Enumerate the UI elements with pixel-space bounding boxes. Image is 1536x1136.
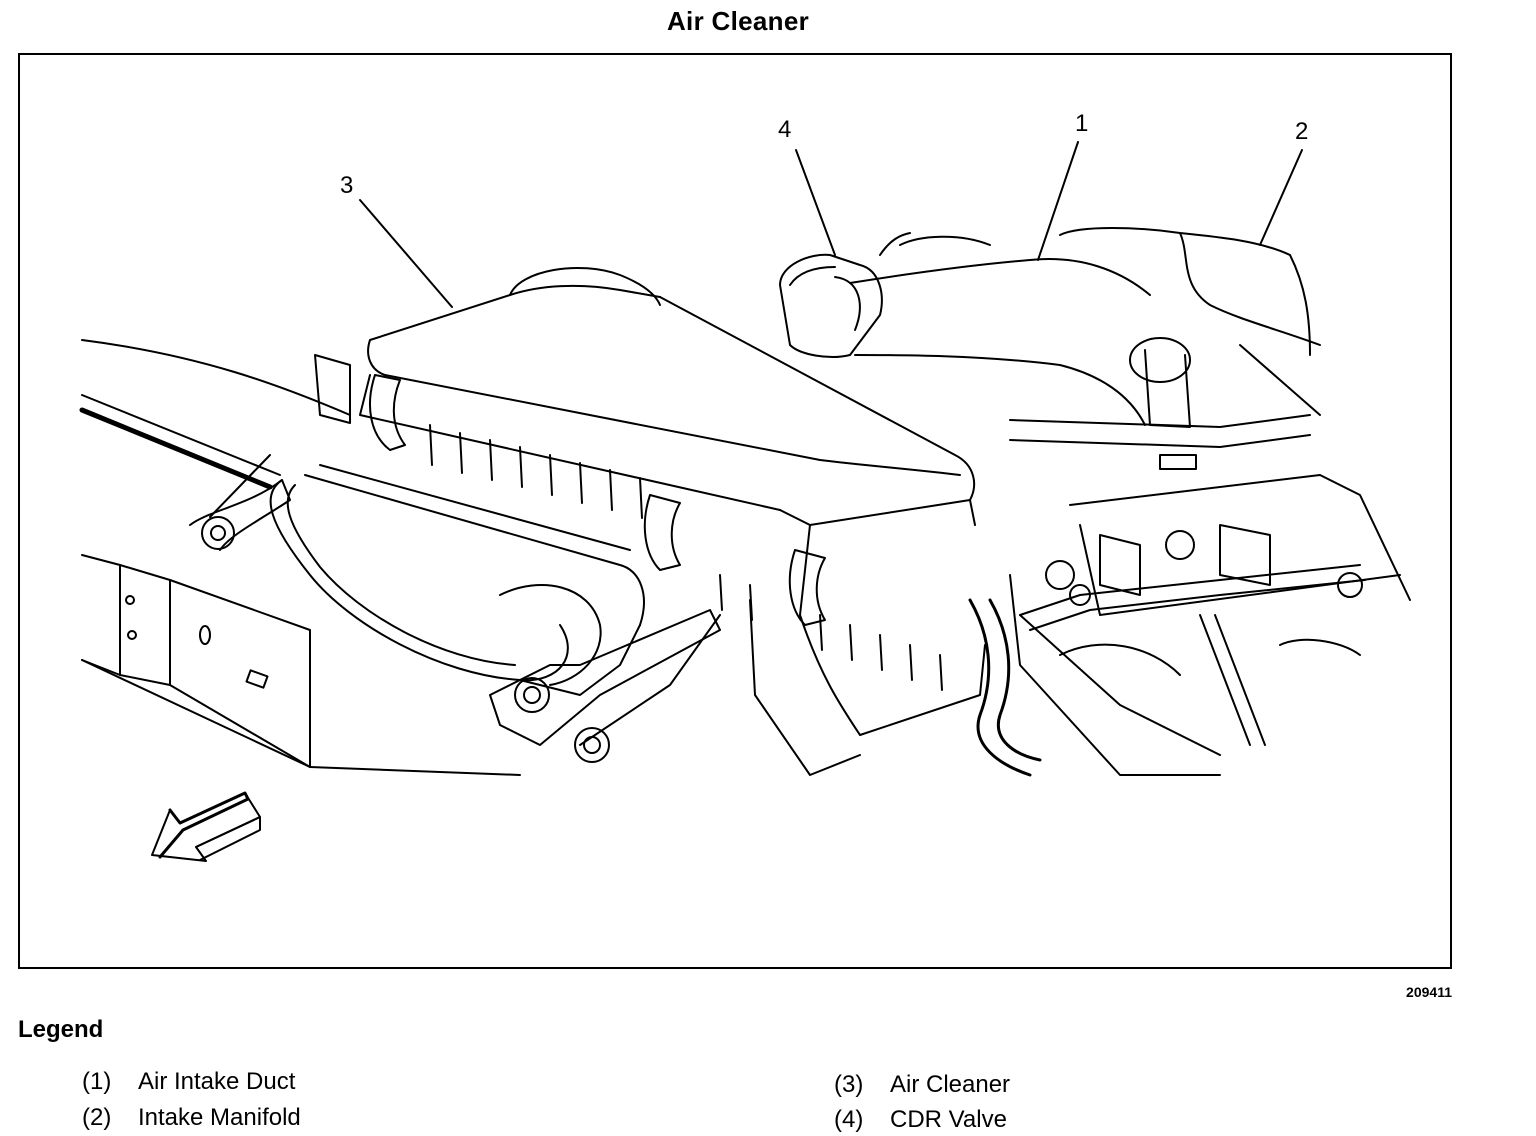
- radiator-support: [79, 339, 521, 776]
- legend-item-number: (3): [834, 1071, 864, 1098]
- legend-title: Legend: [18, 1016, 104, 1043]
- air-cleaner-illustration: 3 4 1 2: [79, 110, 1411, 862]
- vacuum-lines: [968, 564, 1366, 777]
- leader-4: [795, 149, 836, 256]
- callout-4: 4: [778, 116, 791, 143]
- intake-manifold: [1009, 227, 1411, 776]
- legend-item: (2) Intake Manifold: [82, 1104, 301, 1132]
- illustration-frame: 3 4 1 2: [18, 53, 1452, 969]
- legend-item-number: (1): [82, 1068, 112, 1095]
- legend-item-label: Air Cleaner: [890, 1071, 1011, 1098]
- cdr-valve: [779, 253, 883, 358]
- legend-item: (4) CDR Valve: [834, 1106, 1007, 1134]
- mounting-brackets: [189, 454, 721, 763]
- legend-item-label: Air Intake Duct: [138, 1068, 296, 1095]
- air-cleaner-housing: [314, 266, 986, 776]
- callout-3: 3: [340, 172, 353, 199]
- filter-inlet: [269, 464, 645, 696]
- legend-item: (3) Air Cleaner: [834, 1071, 1010, 1099]
- figure-id: 209411: [1406, 984, 1452, 1000]
- leader-3: [359, 199, 453, 308]
- callout-leaders: [359, 141, 1303, 308]
- legend-item-label: Intake Manifold: [138, 1104, 301, 1131]
- callout-1: 1: [1075, 110, 1088, 137]
- callout-2: 2: [1295, 118, 1308, 145]
- leader-2: [1259, 149, 1303, 246]
- front-arrow-icon: [151, 791, 261, 862]
- air-intake-duct: [849, 232, 1311, 470]
- diagram-title: Air Cleaner: [666, 6, 810, 36]
- legend-item: (1) Air Intake Duct: [82, 1068, 295, 1096]
- legend-item-number: (4): [834, 1106, 864, 1133]
- leader-1: [1037, 141, 1079, 261]
- legend-item-label: CDR Valve: [890, 1106, 1007, 1133]
- legend-item-number: (2): [82, 1104, 112, 1131]
